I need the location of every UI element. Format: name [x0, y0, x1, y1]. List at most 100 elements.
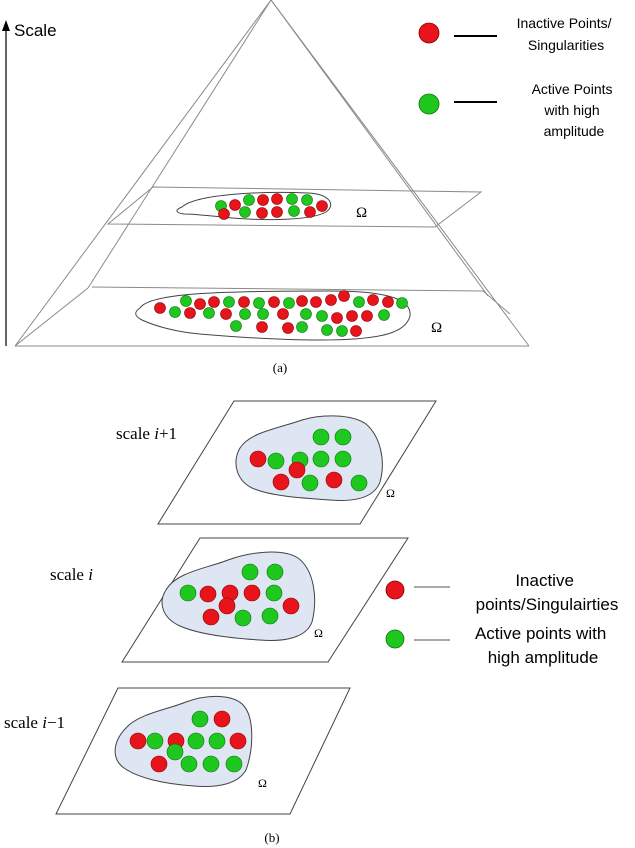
omega-lower: Ω: [431, 320, 442, 336]
active-point: [254, 298, 265, 309]
active-point: [267, 564, 283, 580]
legend-a-inactive-label: Inactive Points/ Singularities: [517, 15, 616, 53]
inactive-point: [326, 472, 342, 488]
inactive-point: [283, 598, 299, 614]
active-point: [351, 475, 367, 491]
inactive-point: [272, 207, 283, 218]
active-point: [287, 194, 298, 205]
active-point: [180, 585, 196, 601]
inactive-point: [362, 311, 373, 322]
scale-label-top: scale i+1: [116, 424, 177, 443]
active-point: [204, 308, 215, 319]
omega-bot: Ω: [258, 776, 267, 790]
omega-mid: Ω: [314, 626, 323, 640]
inactive-point: [195, 299, 206, 310]
inactive-point: [273, 474, 289, 490]
active-point: [240, 309, 251, 320]
legend-a-active-dot: [419, 94, 439, 114]
inactive-point: [278, 309, 289, 320]
inactive-point: [297, 296, 308, 307]
inactive-point: [214, 711, 230, 727]
active-point: [244, 195, 255, 206]
legend-b: Inactive points/Singulairties Active poi…: [386, 571, 618, 667]
omega-upper: Ω: [356, 205, 367, 221]
active-point: [397, 298, 408, 309]
active-point: [335, 451, 351, 467]
legend-b-active-dot: [386, 630, 404, 648]
active-point: [192, 711, 208, 727]
scale-label-bot: scale i−1: [4, 713, 65, 732]
legend-b-inactive-label: Inactive points/Singulairties: [476, 571, 619, 614]
inactive-point: [244, 585, 260, 601]
scale-label-mid: scale i: [50, 565, 93, 584]
inactive-point: [257, 208, 268, 219]
active-point: [181, 296, 192, 307]
active-point: [289, 206, 300, 217]
inactive-point: [383, 297, 394, 308]
active-point: [170, 307, 181, 318]
inactive-point: [155, 303, 166, 314]
omega-top: Ω: [386, 486, 395, 500]
inactive-point: [347, 311, 358, 322]
active-point: [231, 321, 242, 332]
inactive-point: [311, 297, 322, 308]
legend-b-active-label: Active points with high amplitude: [475, 624, 611, 667]
active-point: [322, 325, 333, 336]
inactive-point: [230, 200, 241, 211]
legend-a-inactive-dot: [419, 23, 439, 43]
active-point: [181, 756, 197, 772]
active-point: [258, 309, 269, 320]
scale-axis-label: Scale: [14, 21, 57, 40]
inactive-point: [257, 322, 268, 333]
inactive-point: [289, 462, 305, 478]
active-point: [226, 756, 242, 772]
active-point: [262, 608, 278, 624]
active-point: [379, 310, 390, 321]
active-point: [203, 756, 219, 772]
inactive-point: [332, 313, 343, 324]
caption-a: (a): [273, 360, 287, 375]
legend-a-active-label: Active Points with high amplitude: [532, 81, 617, 139]
active-point: [209, 733, 225, 749]
active-point: [337, 326, 348, 337]
legend-a: Inactive Points/ Singularities Active Po…: [419, 15, 616, 139]
inactive-point: [368, 295, 379, 306]
scale-axis-arrowhead: [2, 20, 10, 31]
active-point: [302, 475, 318, 491]
active-point: [235, 610, 251, 626]
inactive-point: [283, 323, 294, 334]
active-point: [284, 298, 295, 309]
active-point: [147, 733, 163, 749]
active-point: [335, 429, 351, 445]
inactive-point: [185, 308, 196, 319]
active-point: [167, 744, 183, 760]
inactive-point: [269, 297, 280, 308]
caption-b: (b): [264, 830, 279, 845]
inactive-point: [221, 309, 232, 320]
legend-b-inactive-dot: [386, 581, 404, 599]
inactive-point: [219, 598, 235, 614]
active-point: [242, 564, 258, 580]
inactive-point: [239, 297, 250, 308]
inactive-point: [250, 451, 266, 467]
inactive-point: [200, 586, 216, 602]
inactive-point: [151, 756, 167, 772]
active-point: [313, 451, 329, 467]
stacked-planes-panel: Ω scale i+1 Ω scale i Ω scale i−1 Inacti…: [4, 401, 618, 845]
inactive-point: [219, 209, 230, 220]
active-point: [301, 309, 312, 320]
inactive-point: [209, 297, 220, 308]
inactive-point: [258, 195, 269, 206]
active-point: [354, 297, 365, 308]
inactive-point: [326, 295, 337, 306]
inactive-point: [130, 733, 146, 749]
active-point: [297, 322, 308, 333]
inactive-point: [305, 207, 316, 218]
active-point: [268, 453, 284, 469]
active-point: [188, 733, 204, 749]
inactive-point: [272, 194, 283, 205]
active-point: [266, 585, 282, 601]
active-point: [317, 311, 328, 322]
inactive-point: [339, 291, 350, 302]
